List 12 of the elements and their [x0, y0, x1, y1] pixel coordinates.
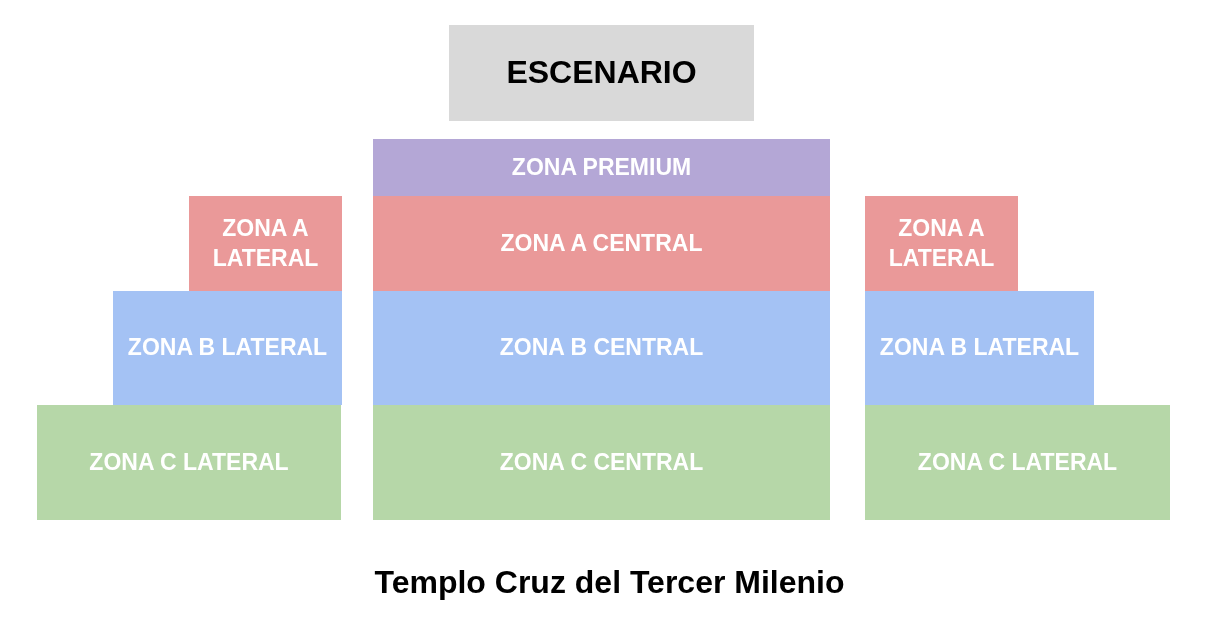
zone-block: ZONA B LATERAL [113, 291, 342, 405]
zone-block: ZONA PREMIUM [373, 139, 830, 196]
caption: Templo Cruz del Tercer Milenio [373, 564, 846, 601]
zone-block: ZONA B CENTRAL [373, 291, 830, 405]
zone-block: ZONA A LATERAL [865, 196, 1018, 291]
stage-block: ESCENARIO [449, 25, 754, 121]
zone-block: ZONA A LATERAL [189, 196, 342, 291]
zone-block: ZONA C CENTRAL [373, 405, 830, 520]
zone-block: ZONA B LATERAL [865, 291, 1094, 405]
zone-block: ZONA C LATERAL [37, 405, 341, 520]
zone-block: ZONA C LATERAL [865, 405, 1170, 520]
zone-block: ZONA A CENTRAL [373, 196, 830, 291]
